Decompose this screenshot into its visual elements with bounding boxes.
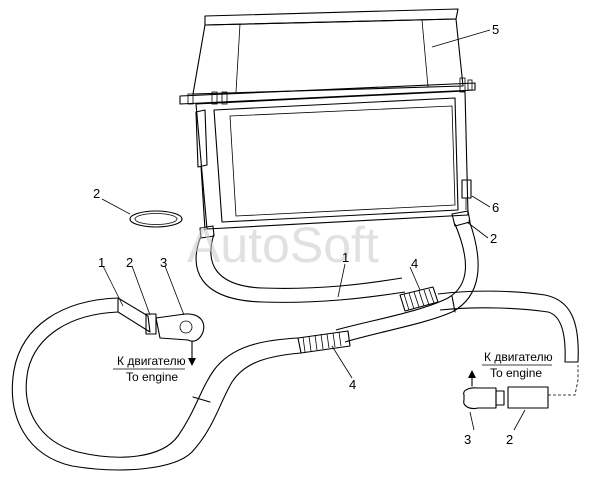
heater-lower-housing: [195, 90, 469, 230]
callout-2-right: 2: [490, 231, 497, 246]
lower-hose: [11, 297, 302, 471]
callout-2-bottom: 2: [506, 432, 513, 447]
left-bracket: [195, 109, 208, 168]
outlet-pipe-left: [199, 225, 215, 239]
supply-hose: [195, 233, 406, 303]
return-hose: [335, 219, 479, 343]
hose-piece-right: [507, 386, 549, 409]
corrugated-section-upper: [399, 286, 439, 312]
flange-bolts: [187, 77, 473, 105]
callout-2-clamp: 2: [93, 186, 100, 201]
clamp-left: [145, 313, 157, 335]
captions: К двигателю To engine К двигателю To eng…: [117, 350, 553, 384]
left-hose-end: [117, 297, 205, 366]
leader-lines: [101, 29, 552, 431]
callout-6: 6: [492, 200, 499, 215]
caption-right-ru: К двигателю: [484, 350, 553, 364]
callout-4-upper: 4: [411, 256, 418, 271]
heater-unit: [179, 8, 476, 239]
heater-top-lid: [204, 8, 459, 26]
elbow-fitting-left: [155, 313, 205, 342]
elbow-fitting-right: [463, 387, 497, 410]
heater-core-panel: [213, 97, 459, 223]
callout-5: 5: [492, 22, 499, 37]
watermark: AutoSoft: [187, 217, 379, 273]
caption-right-en: To engine: [490, 366, 542, 380]
callout-labels: 5 6 2 2 4 4 1 2 3 1 3 2: [93, 22, 513, 447]
caption-left-ru: К двигателю: [117, 354, 186, 368]
callout-3-right: 3: [464, 432, 471, 447]
hose-clamp-loose: [129, 210, 183, 228]
callout-1-left: 1: [98, 255, 105, 270]
drain-valve: [461, 179, 472, 199]
right-hose: [437, 290, 579, 363]
callout-3-left: 3: [160, 255, 167, 270]
heater-flange: [179, 82, 476, 105]
caption-left-en: To engine: [126, 370, 178, 384]
corrugated-section-lower: [297, 330, 351, 354]
outlet-pipe-right: [451, 210, 471, 227]
callout-2-left: 2: [126, 255, 133, 270]
right-loose-parts: [463, 365, 579, 410]
callout-4-lower: 4: [349, 377, 356, 392]
callout-1-mid: 1: [342, 250, 349, 265]
heater-upper-housing: [192, 18, 464, 95]
